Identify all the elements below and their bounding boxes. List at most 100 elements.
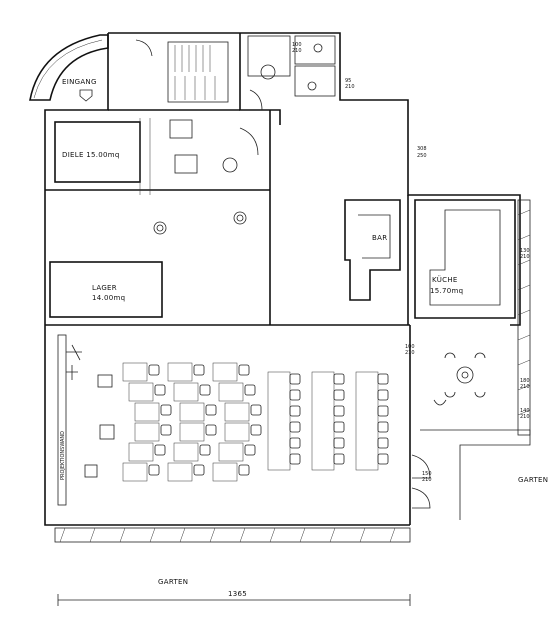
- room-label-storage: LAGER: [92, 284, 117, 292]
- chair: [199, 384, 211, 396]
- chair: [333, 405, 345, 417]
- chair: [193, 464, 205, 476]
- overall-dimension-line: [57, 594, 411, 606]
- chair: [160, 404, 172, 416]
- chair: [250, 424, 262, 436]
- seminar-table: [128, 442, 154, 462]
- garden-label-right: GARTEN: [518, 476, 548, 484]
- dim-label: 210: [520, 254, 530, 260]
- chair: [148, 464, 160, 476]
- seminar-table: [179, 422, 205, 442]
- seminar-table: [173, 442, 199, 462]
- seminar-table: [224, 402, 250, 422]
- chair: [205, 404, 217, 416]
- dim-label: 180: [520, 378, 530, 384]
- storage-room: [49, 261, 163, 318]
- dim-label: 95: [345, 78, 351, 84]
- lectern-cluster: [66, 344, 115, 478]
- seminar-table: [122, 462, 148, 482]
- dim-label: 150: [422, 471, 432, 477]
- seminar-table: [218, 382, 244, 402]
- chair: [289, 405, 301, 417]
- chair: [154, 444, 166, 456]
- seminar-table: [173, 382, 199, 402]
- dim-label: 308: [417, 146, 427, 152]
- chair: [289, 373, 301, 385]
- chair: [193, 364, 205, 376]
- seminar-table: [167, 362, 193, 382]
- seminar-table: [212, 362, 238, 382]
- dim-label: 140: [520, 408, 530, 414]
- dimension-labels: 100 210 95 210 308 250 100 210 130 210 1…: [292, 42, 530, 483]
- chair: [250, 404, 262, 416]
- chair: [289, 437, 301, 449]
- seating-area: [122, 362, 389, 482]
- staircase: [167, 41, 229, 103]
- seminar-table: [311, 371, 335, 471]
- dim-label: 210: [405, 350, 415, 356]
- dim-label: 210: [345, 84, 355, 90]
- chair: [244, 444, 256, 456]
- seminar-table: [179, 402, 205, 422]
- chair: [333, 389, 345, 401]
- seminar-table: [128, 382, 154, 402]
- dim-label: 130: [520, 248, 530, 254]
- chair: [377, 405, 389, 417]
- seminar-table: [134, 402, 160, 422]
- garden-terrace-bottom: [54, 527, 411, 543]
- seminar-table: [134, 422, 160, 442]
- chair: [333, 437, 345, 449]
- toilets-area: [169, 35, 336, 174]
- chair: [205, 424, 217, 436]
- seminar-table: [355, 371, 379, 471]
- chair: [377, 453, 389, 465]
- column: [233, 211, 247, 225]
- chair: [333, 373, 345, 385]
- chair: [238, 464, 250, 476]
- dim-label: 100: [292, 42, 302, 48]
- projection-wall-label: PROJEKTIONSWAND: [60, 431, 66, 480]
- overall-dimension-label: 1365: [228, 590, 247, 598]
- building-walls: [44, 32, 521, 526]
- room-label-hall: DIELE 15.00mq: [62, 151, 120, 159]
- chair: [160, 424, 172, 436]
- bar-counter: [344, 199, 401, 301]
- seminar-table: [224, 422, 250, 442]
- dim-label: 100: [405, 344, 415, 350]
- entrance-arrow-icon: [79, 89, 93, 102]
- chair: [244, 384, 256, 396]
- room-label-bar: BAR: [372, 234, 387, 242]
- chair: [333, 453, 345, 465]
- dim-label: 210: [520, 384, 530, 390]
- chair: [377, 373, 389, 385]
- chair: [289, 389, 301, 401]
- chair: [377, 437, 389, 449]
- seminar-table: [167, 462, 193, 482]
- projection-wall: [57, 334, 67, 506]
- room-label-kitchen: KÜCHE: [432, 275, 458, 284]
- cafe-tables: [433, 352, 486, 406]
- garden-wall-right: [420, 199, 531, 520]
- seminar-table: [218, 442, 244, 462]
- room-label-kitchen-area: 15.70mq: [430, 287, 463, 295]
- chair: [333, 421, 345, 433]
- seminar-table: [267, 371, 291, 471]
- dim-label: 210: [292, 48, 302, 54]
- seminar-table: [122, 362, 148, 382]
- chair: [148, 364, 160, 376]
- dim-label: 210: [422, 477, 432, 483]
- chair: [199, 444, 211, 456]
- garden-label-bottom: GARTEN: [158, 578, 188, 586]
- dim-label: 210: [520, 414, 530, 420]
- chair: [238, 364, 250, 376]
- kitchen-room: [414, 199, 516, 319]
- door-swings: [135, 39, 431, 509]
- seminar-table: [212, 462, 238, 482]
- chair: [289, 453, 301, 465]
- dim-label: 250: [417, 153, 427, 159]
- room-label-entrance: EINGANG: [62, 78, 97, 86]
- chair: [154, 384, 166, 396]
- chair: [289, 421, 301, 433]
- column: [153, 221, 167, 235]
